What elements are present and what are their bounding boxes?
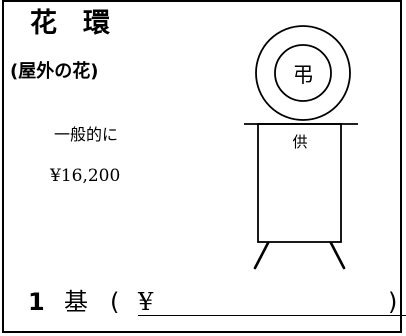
open-paren: ( xyxy=(110,288,120,316)
currency-symbol: ¥ xyxy=(138,288,154,316)
close-paren: ) xyxy=(388,288,398,316)
price-value: ¥16,200 xyxy=(50,166,121,186)
quantity: 1 xyxy=(28,288,45,316)
unit-label: 基 xyxy=(64,288,88,316)
price-label: 一般的に xyxy=(54,125,119,144)
product-title: 花環 xyxy=(30,8,136,39)
product-subtitle: (屋外の花) xyxy=(10,61,99,82)
flower-wreath-card: 花環 (屋外の花) 一般的に ¥16,200 xyxy=(2,0,402,333)
amount-field[interactable] xyxy=(138,315,406,316)
